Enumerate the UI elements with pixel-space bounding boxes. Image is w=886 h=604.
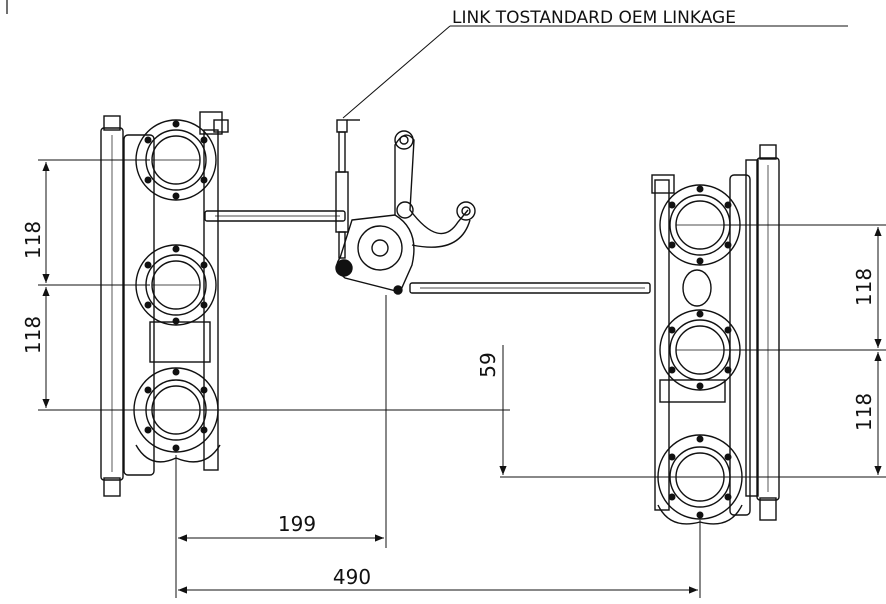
dim-right-lower: 118 <box>852 393 876 431</box>
dim-left-upper: 118 <box>21 221 45 259</box>
dimension-lines <box>38 159 886 598</box>
dim-offset: 59 <box>476 352 500 377</box>
dim-inner-width: 199 <box>278 512 316 536</box>
dim-overall-width: 490 <box>333 565 371 589</box>
dim-right-upper: 118 <box>852 268 876 306</box>
callout-leader <box>342 25 848 119</box>
dim-left-lower: 118 <box>21 316 45 354</box>
left-throttle-assembly <box>100 111 229 497</box>
callout-label: LINK TOSTANDARD OEM LINKAGE <box>452 8 736 28</box>
right-throttle-assembly <box>651 144 780 525</box>
center-linkage <box>204 119 651 295</box>
